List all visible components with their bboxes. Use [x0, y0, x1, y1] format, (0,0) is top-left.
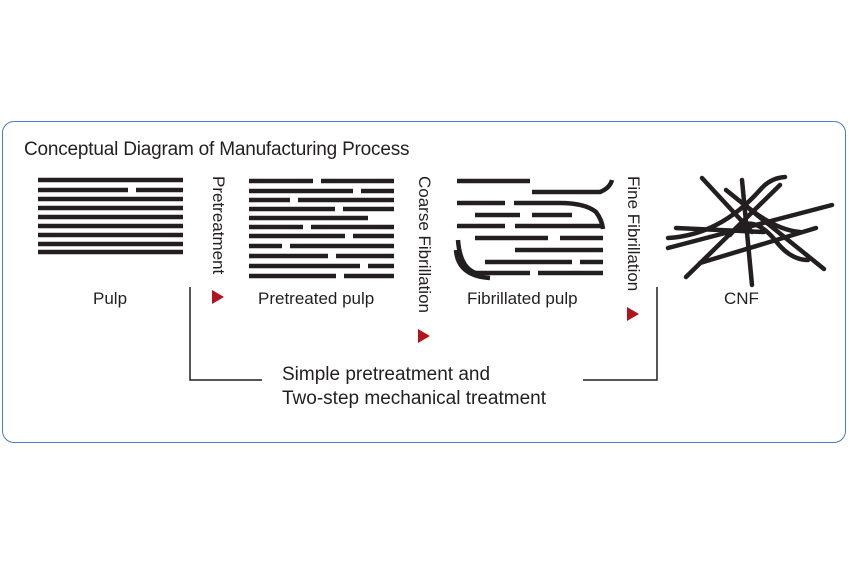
diagram-frame	[2, 121, 846, 443]
step-label-fine-fibrillation: Fine Fibrillation	[624, 176, 643, 292]
cnf-network-icon	[665, 174, 835, 288]
stage-label-fibrillated: Fibrillated pulp	[467, 289, 578, 308]
stage-label-cnf: CNF	[724, 289, 759, 308]
pretreated-pulp-fibers-icon	[249, 178, 394, 279]
stage-label-pretreated: Pretreated pulp	[258, 289, 375, 308]
caption-line-1: Simple pretreatment and	[282, 364, 491, 385]
step-label-coarse-fibrillation: Coarse Fibrillation	[415, 176, 434, 313]
step-arrow-coarse-icon	[418, 329, 430, 343]
fibrillated-pulp-fibers-icon	[453, 178, 615, 281]
stage-label-pulp: Pulp	[93, 289, 128, 308]
caption-line-2: Two-step mechanical treatment	[282, 388, 547, 409]
step-arrow-pretreatment-icon	[212, 290, 224, 304]
step-label-pretreatment: Pretreatment	[209, 176, 228, 275]
pulp-fibers-icon	[38, 177, 183, 255]
process-bracket	[189, 287, 658, 381]
diagram-title: Conceptual Diagram of Manufacturing Proc…	[24, 139, 410, 160]
step-arrow-fine-icon	[627, 307, 639, 321]
